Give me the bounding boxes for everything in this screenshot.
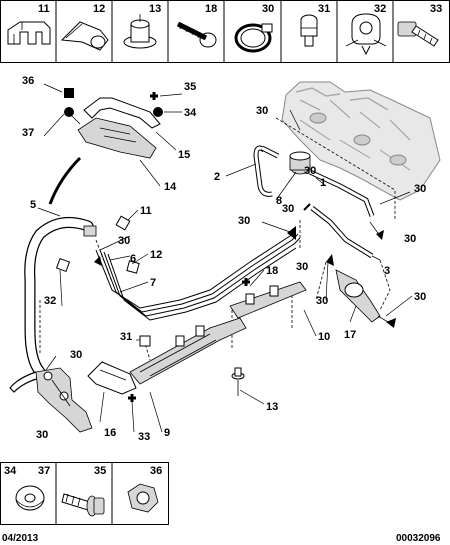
nut-icon <box>127 483 159 513</box>
legend-number-18: 18 <box>205 3 217 15</box>
injector-block <box>35 367 93 433</box>
callout-35: 35 <box>184 81 196 93</box>
leader-lines <box>37 83 413 433</box>
rail-pipes <box>95 229 301 321</box>
callout-2: 2 <box>214 171 220 183</box>
callout-30: 30 <box>238 215 250 227</box>
nut-marker-icon <box>64 88 74 98</box>
bottom-legend: 34 37 35 36 <box>0 462 169 525</box>
filter-8 <box>289 151 311 175</box>
clip-icon <box>345 13 387 56</box>
callout-3: 3 <box>384 265 390 277</box>
washer-marker-icon <box>153 107 163 117</box>
pipe-2 <box>253 145 280 197</box>
callout-13: 13 <box>266 401 278 413</box>
callout-15: 15 <box>178 149 190 161</box>
callout-8: 8 <box>276 195 282 207</box>
engine-block <box>281 81 441 201</box>
legend-number-35: 35 <box>94 465 106 477</box>
flanged-bolt-icon <box>61 493 105 517</box>
link-arc <box>48 156 82 205</box>
legend-number-37: 37 <box>38 465 50 477</box>
push-fastener-icon <box>123 14 157 49</box>
footer-reference: 00032096 <box>396 533 441 544</box>
callout-17: 17 <box>344 329 356 341</box>
callout-32: 32 <box>44 295 56 307</box>
legend-number-30: 30 <box>262 3 274 15</box>
callout-30: 30 <box>296 261 308 273</box>
screw-icon <box>176 21 217 48</box>
pipe-5 <box>9 216 97 393</box>
callout-12: 12 <box>150 249 162 261</box>
top-legend: 11 12 13 18 30 31 32 33 <box>0 0 450 63</box>
fastener-13 <box>231 367 245 396</box>
push-clip-icon <box>7 21 51 45</box>
legend-number-32: 32 <box>374 3 386 15</box>
small-markers <box>55 215 151 347</box>
washer-icon <box>15 485 45 511</box>
callout-5: 5 <box>30 199 36 211</box>
legend-number-13: 13 <box>149 3 161 15</box>
callout-1: 1 <box>320 177 326 189</box>
legend-number-11: 11 <box>38 3 50 15</box>
callout-6: 6 <box>130 253 136 265</box>
callout-30: 30 <box>404 233 416 245</box>
reference-triangles <box>94 226 396 328</box>
sensor-17 <box>335 269 389 323</box>
pipe-3 <box>303 203 374 259</box>
callout-7: 7 <box>150 277 156 289</box>
washer-marker-icon <box>64 107 74 117</box>
plug-icon <box>300 14 318 47</box>
fuel-rail-9 <box>129 317 247 385</box>
callout-30: 30 <box>70 349 82 361</box>
callout-30: 30 <box>36 429 48 441</box>
hose-clamp-icon <box>234 23 273 53</box>
callout-18: 18 <box>266 265 278 277</box>
bracket-assembly <box>64 88 163 159</box>
fuel-rail-10 <box>229 278 307 319</box>
pipe-1 <box>308 169 375 217</box>
hose-clip-icon <box>60 21 109 51</box>
callout-16: 16 <box>104 427 116 439</box>
callout-30: 30 <box>304 165 316 177</box>
callout-14: 14 <box>164 181 177 193</box>
footer-date: 04/2013 <box>2 533 39 544</box>
callout-30: 30 <box>414 183 426 195</box>
callout-31: 31 <box>120 331 132 343</box>
callout-11: 11 <box>140 205 152 217</box>
callout-9: 9 <box>164 427 170 439</box>
dashed-guides <box>39 117 396 361</box>
callout-37: 37 <box>22 127 34 139</box>
callout-10: 10 <box>318 331 330 343</box>
callout-30: 30 <box>316 295 328 307</box>
bracket-15 <box>83 97 161 129</box>
legend-number-12: 12 <box>93 3 105 15</box>
callout-36: 36 <box>22 75 34 87</box>
bolt-marker-icon <box>150 92 158 100</box>
callout-33: 33 <box>138 431 150 443</box>
callout-30: 30 <box>282 203 294 215</box>
bolt-icon <box>397 21 439 47</box>
legend-number-33: 33 <box>430 3 442 15</box>
support-14 <box>77 117 157 159</box>
callout-labels: 36 37 35 34 15 14 5 11 30 6 12 7 32 30 3… <box>22 75 426 443</box>
callout-34: 34 <box>184 107 197 119</box>
callout-30: 30 <box>414 291 426 303</box>
callout-30: 30 <box>256 105 268 117</box>
legend-number-34: 34 <box>4 465 17 477</box>
bracket-16 <box>87 361 137 402</box>
legend-number-31: 31 <box>318 3 330 15</box>
legend-number-36: 36 <box>150 465 162 477</box>
callout-30: 30 <box>118 235 130 247</box>
